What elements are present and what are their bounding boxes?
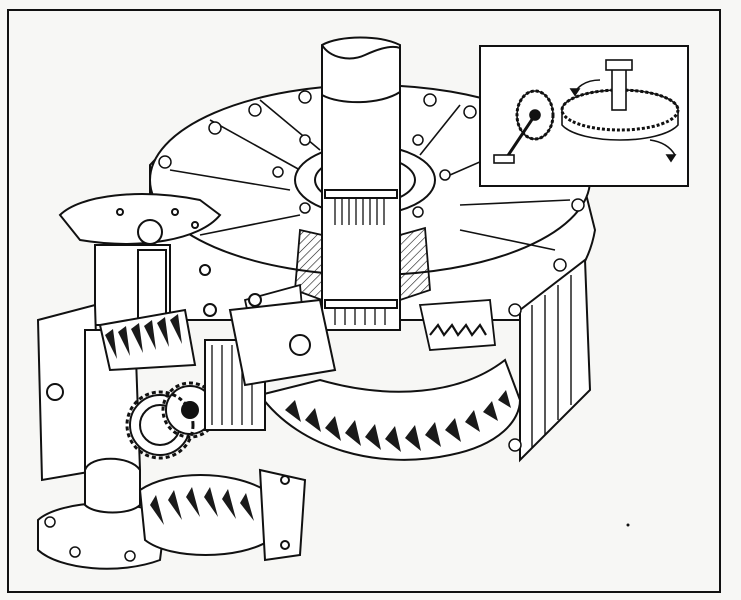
figure-frame [7,9,721,593]
spur-gear-train [125,339,266,460]
output-shaft [321,36,401,331]
input-bevel-pinion [98,308,197,372]
side-fins [531,275,572,448]
ring-bevel-gear [258,358,522,461]
print-mark [626,523,630,527]
input-housing [36,193,222,570]
inset-gear-train [493,59,680,164]
pinion-bearing [199,264,337,387]
inset-schematic [479,45,689,187]
ring-gear-teeth [285,390,511,452]
flange-bolts [158,90,585,452]
base-flange-bolts [44,516,156,562]
lower-bevel-gear [138,468,307,562]
